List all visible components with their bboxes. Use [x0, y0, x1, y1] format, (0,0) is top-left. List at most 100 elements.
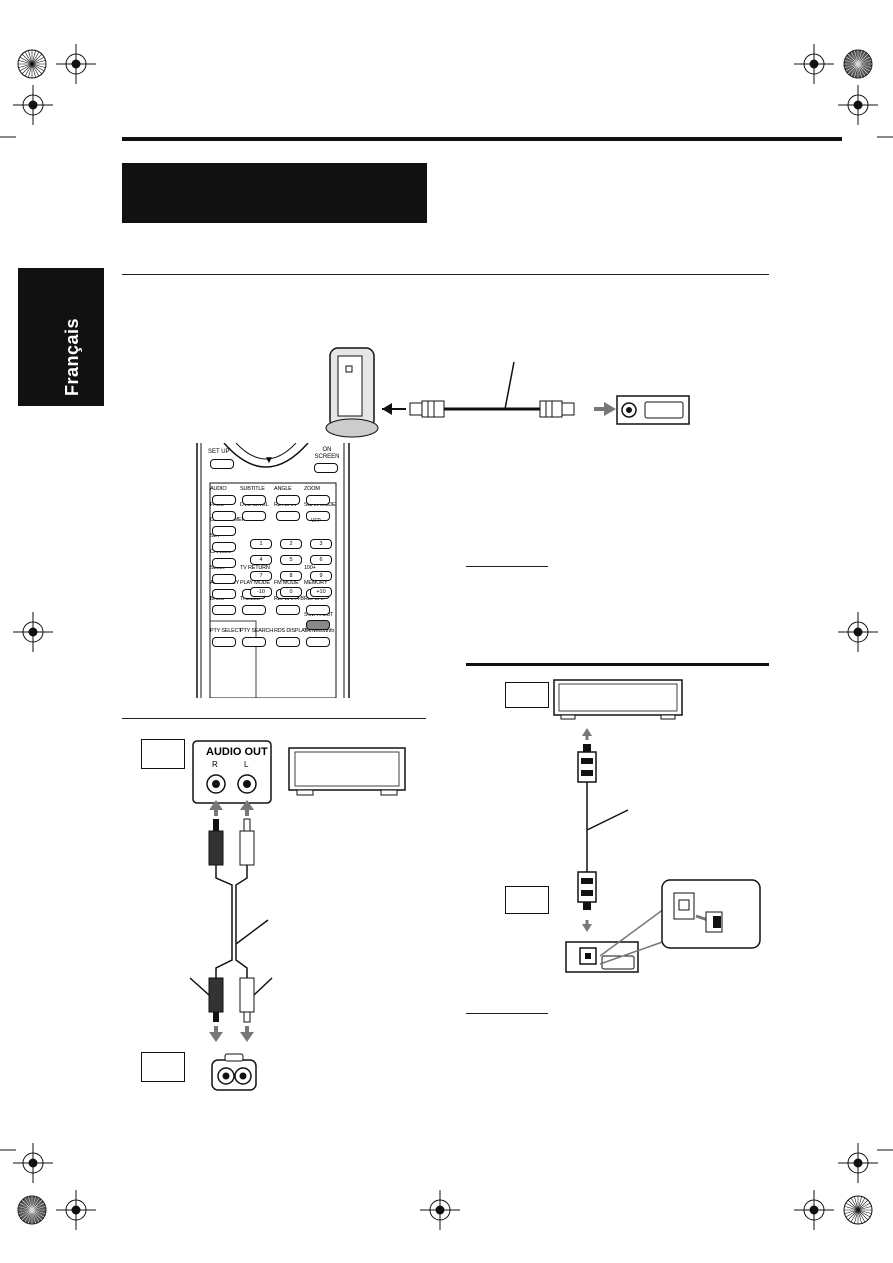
- remote-label: FM MODE: [274, 580, 299, 586]
- label-box-right-2: [505, 886, 549, 914]
- right-section-divider: [466, 663, 769, 666]
- rca-plug-white-bottom: [239, 977, 255, 1023]
- keypad-button[interactable]: 1: [250, 539, 272, 549]
- subwoofer-illustration: [325, 347, 379, 438]
- remote-label: PAGE: [210, 502, 225, 508]
- rca-plug-red-bottom: [208, 977, 224, 1022]
- audio-out-r-label: R: [212, 760, 218, 769]
- remote-label: 100+: [304, 565, 316, 571]
- on-screen-label: ON SCREEN: [314, 447, 340, 460]
- label-box-left-1: [141, 739, 185, 769]
- keypad-button[interactable]: +10: [310, 587, 332, 597]
- rca-plug-left: [409, 400, 445, 418]
- remote-button[interactable]: [212, 605, 236, 615]
- remote-button[interactable]: [212, 511, 236, 521]
- remote-button[interactable]: [212, 637, 236, 647]
- remote-label: DVD LEVEL: [240, 502, 269, 508]
- remote-button[interactable]: [212, 495, 236, 505]
- subwoofer-connection-diagram: [325, 347, 690, 438]
- on-screen-button[interactable]: [314, 463, 338, 473]
- left-section-divider: [122, 718, 426, 719]
- remote-label: SET: [210, 533, 221, 539]
- remote-label: TA/News/Info: [304, 628, 335, 634]
- remote-button[interactable]: [276, 637, 300, 647]
- optical-plug-bottom: [577, 871, 597, 910]
- keypad-button[interactable]: 3: [310, 539, 332, 549]
- header-rule: [122, 137, 842, 141]
- optical-connection-diagram: [553, 679, 761, 973]
- remote-button[interactable]: [242, 637, 266, 647]
- optical-cap-detail: [661, 879, 761, 949]
- remote-label: S.WFR OUT: [304, 612, 334, 618]
- remote-label: PTY SELECT: [210, 628, 242, 634]
- setup-button[interactable]: [210, 459, 234, 469]
- remote-label: RDS DISPLAY: [274, 628, 308, 634]
- audio-out-title: AUDIO OUT: [206, 746, 268, 758]
- remote-label: ZOOM: [304, 486, 320, 492]
- audio-out-connection-diagram: [189, 740, 406, 1091]
- keypad-button[interactable]: 0: [280, 587, 302, 597]
- rca-plug-white-top: [239, 818, 255, 866]
- remote-label: RETURN: [274, 502, 296, 508]
- remote-button[interactable]: [306, 605, 330, 615]
- note-rule-2: [466, 1013, 548, 1014]
- remote-button[interactable]: [212, 558, 236, 568]
- remote-button[interactable]: [212, 574, 236, 584]
- remote-button[interactable]: [276, 511, 300, 521]
- digital-device: [553, 679, 683, 720]
- setup-label: SET UP: [208, 449, 230, 455]
- section-title-block: [122, 163, 427, 223]
- audio-out-panel: [192, 740, 272, 804]
- subwoofer-out-button[interactable]: [306, 620, 330, 630]
- external-device: [288, 747, 406, 796]
- remote-label: MEMORY: [304, 580, 328, 586]
- remote-label: SCAN MODE: [304, 502, 336, 508]
- remote-button[interactable]: [242, 605, 266, 615]
- remote-label: AUDIO: [210, 486, 227, 492]
- keypad-button[interactable]: 4: [250, 555, 272, 565]
- remote-label: SUBTITLE: [240, 486, 265, 492]
- language-side-tab: Français: [18, 268, 104, 406]
- optical-jack-panel: [565, 941, 639, 973]
- keypad-button[interactable]: 7: [250, 571, 272, 581]
- note-rule-1: [466, 566, 548, 567]
- remote-button[interactable]: [276, 605, 300, 615]
- label-box-left-2: [141, 1052, 185, 1082]
- label-box-right-1: [505, 682, 549, 708]
- remote-label: CANCEL: [210, 549, 232, 555]
- remote-label: SLEEP: [210, 565, 227, 571]
- remote-button[interactable]: [212, 526, 236, 536]
- remote-label: REPEAT A-B: [274, 596, 304, 602]
- remote-button[interactable]: [212, 542, 236, 552]
- remote-label: TV RETURN: [240, 565, 270, 571]
- remote-button[interactable]: [276, 495, 300, 505]
- remote-label: PTY SEARCH: [240, 628, 274, 634]
- keypad-button[interactable]: 8: [280, 571, 302, 581]
- keypad-button[interactable]: 6: [310, 555, 332, 565]
- remote-label: ANGLE: [274, 486, 292, 492]
- keypad-button[interactable]: 2: [280, 539, 302, 549]
- language-tab-label: Français: [62, 317, 82, 396]
- remote-button[interactable]: [242, 511, 266, 521]
- audio-in-jacks: [211, 1053, 257, 1091]
- keypad-button[interactable]: 5: [280, 555, 302, 565]
- remote-button[interactable]: [212, 589, 236, 599]
- remote-label: BASS: [210, 596, 224, 602]
- rca-plug-red-top: [208, 819, 224, 866]
- keypad-button[interactable]: 9: [310, 571, 332, 581]
- remote-button[interactable]: [306, 511, 330, 521]
- remote-control: ▼ SET UP ON SCREEN AUDIO SUBTITLE ANGLE ZOOM P…: [196, 443, 350, 698]
- subwoofer-jack: [616, 395, 690, 425]
- section-divider: [122, 274, 769, 275]
- remote-label: PLAY MODE: [240, 580, 270, 586]
- remote-label: TREBLE: [240, 596, 261, 602]
- remote-button[interactable]: [306, 637, 330, 647]
- audio-out-l-label: L: [244, 760, 249, 769]
- remote-button[interactable]: [242, 495, 266, 505]
- remote-button[interactable]: [306, 495, 330, 505]
- rca-plug-right: [539, 400, 575, 418]
- optical-plug-top: [577, 744, 597, 783]
- nav-down-glyph: ▼: [264, 455, 274, 466]
- keypad-button[interactable]: -10: [250, 587, 272, 597]
